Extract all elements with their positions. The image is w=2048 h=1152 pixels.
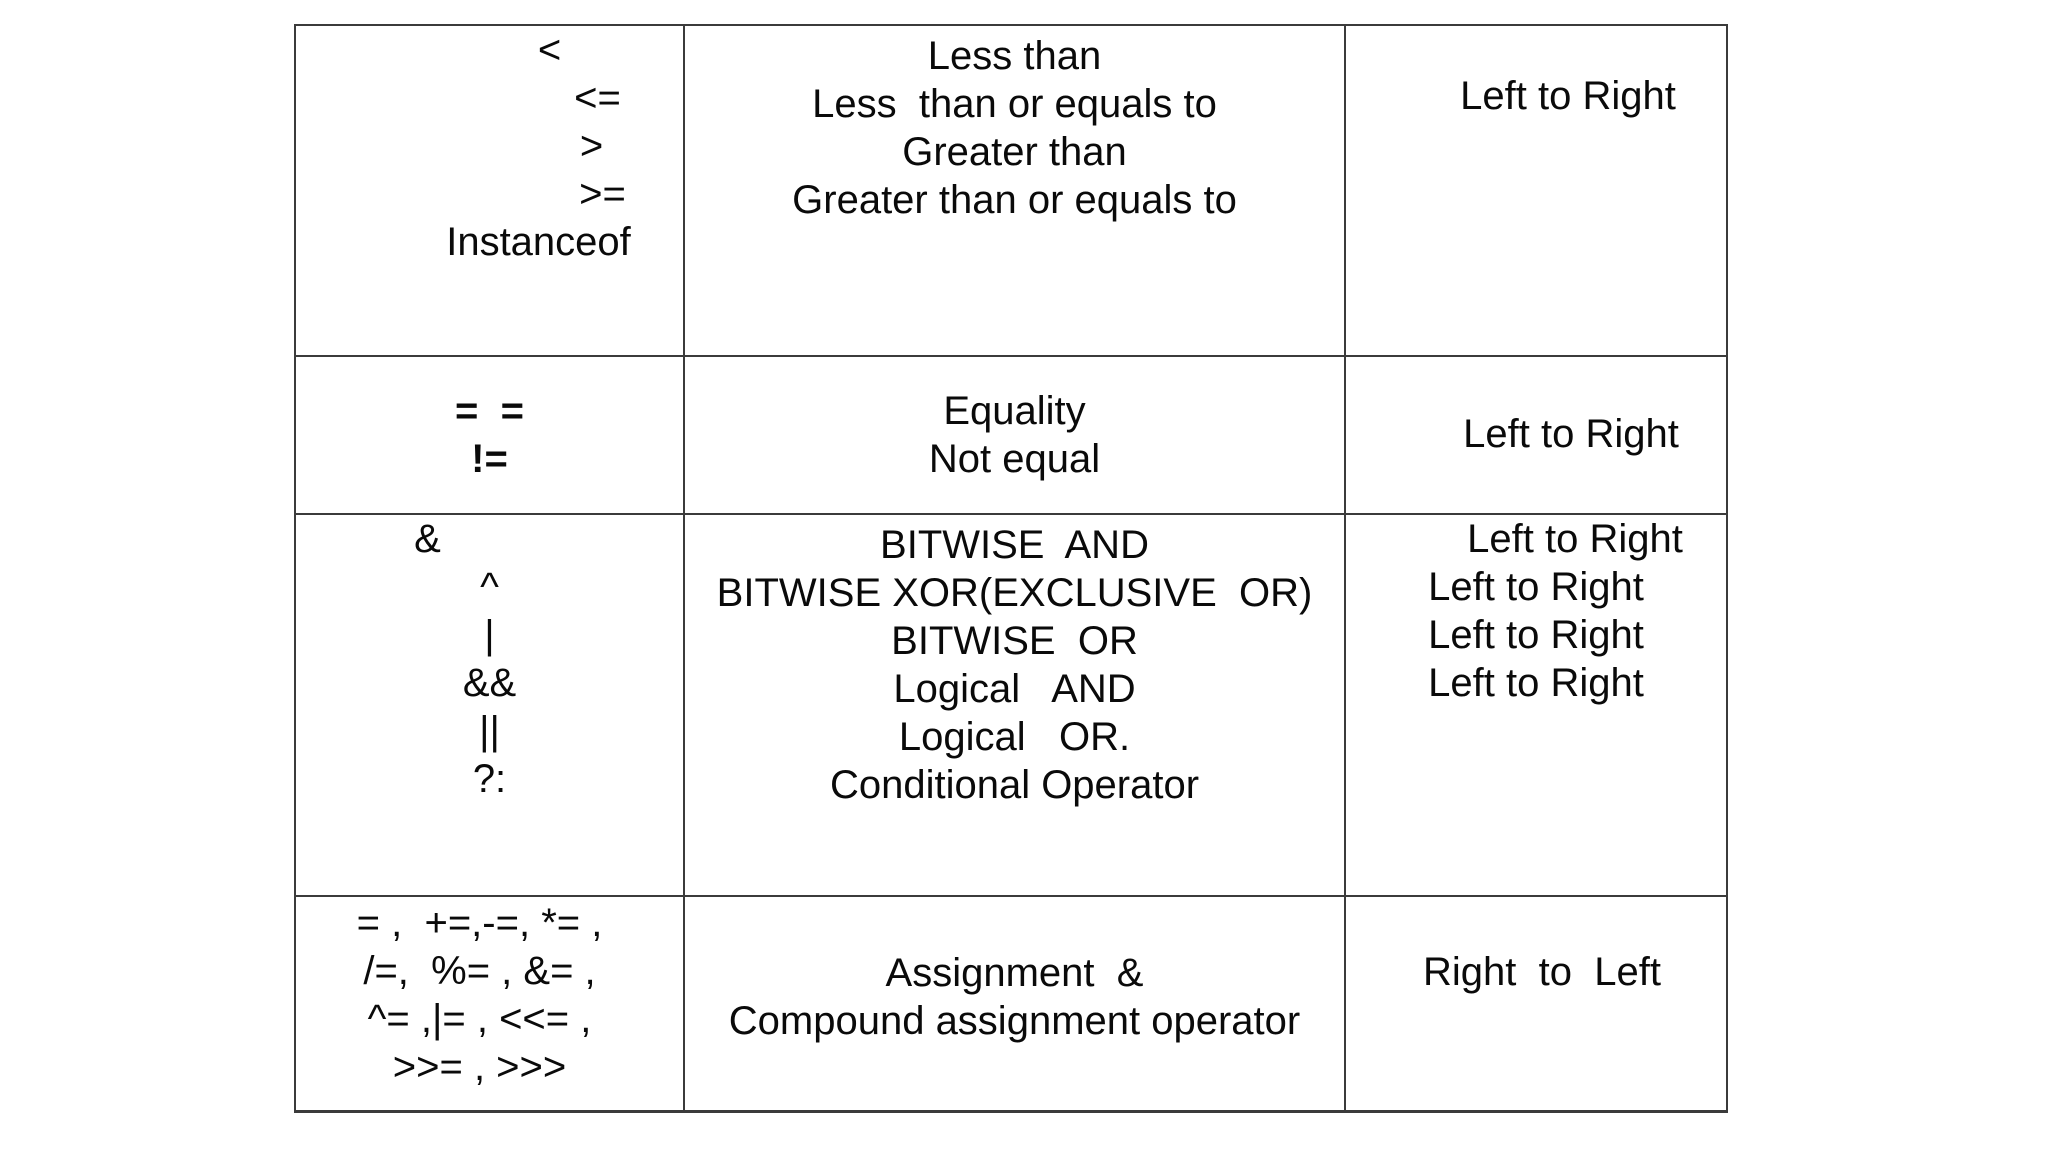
description-line: Greater than or equals to xyxy=(792,178,1237,222)
operator-line: < xyxy=(537,28,562,72)
operator-line: <= xyxy=(574,76,621,120)
cell-bitwise-logical-associativity: Left to Right Left to Right Left to Righ… xyxy=(1346,515,1726,897)
description-line: Equality xyxy=(943,389,1086,433)
operator-line: || xyxy=(479,709,500,753)
cell-assignment-associativity: Right to Left xyxy=(1346,897,1726,1110)
description-line: BITWISE XOR(EXCLUSIVE OR) xyxy=(716,571,1313,615)
description-line: Greater than xyxy=(902,130,1127,174)
operator-line: = = xyxy=(455,389,524,433)
cell-bitwise-logical-descriptions: BITWISE AND BITWISE XOR(EXCLUSIVE OR) BI… xyxy=(685,515,1346,897)
operator-line: /=, %= , &= , xyxy=(363,949,596,993)
operator-line: | xyxy=(484,613,495,657)
cell-equality-operators: = = != xyxy=(296,357,685,515)
description-line: BITWISE OR xyxy=(891,619,1138,663)
associativity-line: Left to Right xyxy=(1428,565,1644,609)
operator-line: & xyxy=(414,517,441,561)
operator-line: Instanceof xyxy=(446,220,631,264)
cell-bitwise-logical-operators: & ^ | && || ?: xyxy=(296,515,685,897)
operator-line: != xyxy=(471,437,508,481)
description-line: Logical OR. xyxy=(898,715,1131,759)
description-line: Conditional Operator xyxy=(829,763,1200,807)
operator-precedence-table: < <= > >= Instanceof Less than Less than… xyxy=(294,24,1728,1113)
operator-line: > xyxy=(579,124,604,168)
cell-equality-descriptions: Equality Not equal xyxy=(685,357,1346,515)
cell-equality-associativity: Left to Right xyxy=(1346,357,1726,515)
cell-assignment-descriptions: Assignment & Compound assignment operato… xyxy=(685,897,1346,1110)
cell-relational-descriptions: Less than Less than or equals to Greater… xyxy=(685,26,1346,357)
cell-assignment-operators: = , +=,-=, *= , /=, %= , &= , ^= ,|= , <… xyxy=(296,897,685,1110)
cell-relational-associativity: Left to Right xyxy=(1346,26,1726,357)
description-line: BITWISE AND xyxy=(880,523,1149,567)
description-line: Compound assignment operator xyxy=(728,999,1301,1043)
operator-line: && xyxy=(462,661,517,705)
operator-line: >>= , >>> xyxy=(392,1045,567,1089)
operator-line: ^ xyxy=(480,565,499,609)
operator-line: >= xyxy=(579,172,626,216)
description-line: Less than xyxy=(927,34,1102,78)
description-line: Not equal xyxy=(928,437,1101,481)
description-line: Assignment & xyxy=(885,951,1144,995)
associativity-line: Left to Right xyxy=(1467,517,1683,561)
associativity-line: Left to Right xyxy=(1428,661,1644,705)
description-line: Less than or equals to xyxy=(812,82,1217,126)
associativity-line: Left to Right xyxy=(1428,613,1644,657)
associativity-line: Left to Right xyxy=(1463,412,1679,456)
associativity-line: Left to Right xyxy=(1460,74,1676,118)
operator-line: ^= ,|= , <<= , xyxy=(367,997,592,1041)
associativity-line: Right to Left xyxy=(1423,950,1661,994)
description-line: Logical AND xyxy=(893,667,1136,711)
cell-relational-operators: < <= > >= Instanceof xyxy=(296,26,685,357)
operator-line: = , +=,-=, *= , xyxy=(356,901,603,945)
operator-line: ?: xyxy=(472,757,507,801)
